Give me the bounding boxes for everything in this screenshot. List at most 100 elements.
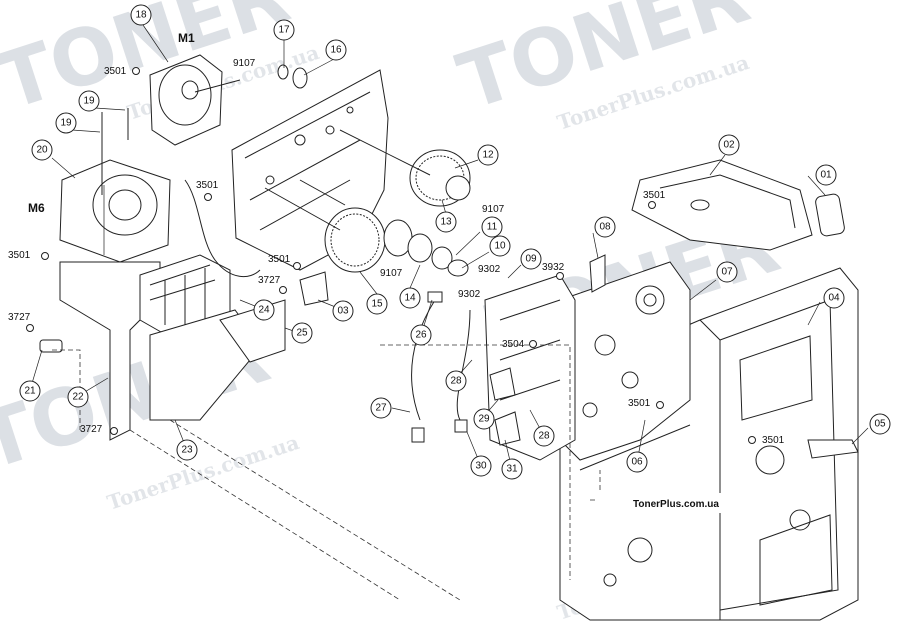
- screw-label: 3501: [268, 254, 291, 265]
- controller-bracket: [484, 274, 576, 461]
- callout-circle: [176, 439, 198, 461]
- callout-circle: [332, 300, 354, 322]
- callout-circle: [626, 451, 648, 473]
- callout-number: 10: [494, 241, 506, 252]
- fan-m6: [59, 159, 171, 263]
- callout-circle: [489, 235, 511, 257]
- callout-number: 26: [415, 330, 427, 341]
- gear-train: [277, 64, 471, 277]
- callout-c27: 27: [370, 397, 392, 419]
- gasket-01: [815, 193, 845, 237]
- callout-circle: [435, 211, 457, 233]
- callout-c19b: 19: [55, 112, 77, 134]
- screw-label: 3501: [628, 398, 651, 409]
- callout-circle: [477, 144, 499, 166]
- screw-label: 3501: [104, 66, 127, 77]
- gasket-05: [807, 439, 859, 459]
- callout-c20: 20: [31, 139, 53, 161]
- callout-number: 17: [278, 25, 290, 36]
- callout-number: 30: [475, 461, 487, 472]
- small-brackets: [39, 254, 606, 446]
- callout-c16: 16: [325, 39, 347, 61]
- callout-number: 01: [820, 170, 832, 181]
- callout-c11: 11: [481, 216, 503, 238]
- callout-circle: [67, 386, 89, 408]
- callout-number: 23: [181, 445, 193, 456]
- callout-number: 12: [482, 150, 494, 161]
- screw-label: 3727: [8, 312, 31, 323]
- duct-02: [631, 159, 813, 251]
- callout-number: 05: [874, 419, 886, 430]
- callout-c03: 03: [332, 300, 354, 322]
- lower-duct-assembly: [59, 254, 286, 441]
- callout-circle: [19, 380, 41, 402]
- callout-c31: 31: [501, 458, 523, 480]
- callout-c24: 24: [253, 299, 275, 321]
- callout-c19a: 19: [78, 90, 100, 112]
- callout-circle: [366, 293, 388, 315]
- callout-c22: 22: [67, 386, 89, 408]
- callout-c07: 07: [716, 261, 738, 283]
- callout-number: 15: [371, 299, 383, 310]
- callout-circle: [716, 261, 738, 283]
- callout-c28a: 28: [445, 370, 467, 392]
- callout-circle: [370, 397, 392, 419]
- callout-c18: 18: [130, 4, 152, 26]
- screw-label: 3932: [542, 262, 565, 273]
- site-label-box: TonerPlus.com.ua: [596, 493, 756, 513]
- callout-c12: 12: [477, 144, 499, 166]
- callout-number: 27: [375, 403, 387, 414]
- callout-c15: 15: [366, 293, 388, 315]
- callout-circle: [55, 112, 77, 134]
- callout-circle: [445, 370, 467, 392]
- callout-c21: 21: [19, 380, 41, 402]
- callout-number: 02: [723, 140, 735, 151]
- callout-circle: [869, 413, 891, 435]
- shafts: [101, 108, 431, 231]
- callout-number: 09: [525, 254, 537, 265]
- callout-number: 19: [60, 118, 72, 129]
- ring-label: 9107: [482, 204, 505, 215]
- callout-c04: 04: [823, 287, 845, 309]
- callout-c02: 02: [718, 134, 740, 156]
- ring-label: 9107: [380, 268, 403, 279]
- screw-label: 3727: [258, 275, 281, 286]
- callout-circle: [718, 134, 740, 156]
- callout-number: 22: [72, 392, 84, 403]
- callout-circle: [325, 39, 347, 61]
- callout-circle: [501, 458, 523, 480]
- screw-label: 3501: [762, 435, 785, 446]
- callout-number: 28: [538, 431, 550, 442]
- callout-number: 11: [487, 222, 498, 233]
- ring-label: 9302: [478, 264, 501, 275]
- callout-c13: 13: [435, 211, 457, 233]
- callout-circle: [78, 90, 100, 112]
- callout-circle: [130, 4, 152, 26]
- callout-number: 21: [24, 386, 36, 397]
- callout-c09: 09: [520, 248, 542, 270]
- ring-label: 9302: [458, 289, 481, 300]
- callout-c05: 05: [869, 413, 891, 435]
- callout-circle: [533, 425, 555, 447]
- callout-circle: [399, 287, 421, 309]
- callout-number: 24: [258, 305, 270, 316]
- callout-number: 31: [506, 464, 518, 475]
- callout-circle: [823, 287, 845, 309]
- callout-c08: 08: [594, 216, 616, 238]
- screw-label: 3501: [196, 180, 219, 191]
- callout-circle: [470, 455, 492, 477]
- site-label: TonerPlus.com.ua: [633, 499, 719, 510]
- callout-circle: [473, 408, 495, 430]
- callout-circle: [273, 19, 295, 41]
- fastener-labels: 3501 9107 3501 9107 9107 3501 3501 3727 …: [8, 58, 785, 446]
- callout-number: 07: [721, 267, 733, 278]
- screw-label: 3504: [502, 339, 525, 350]
- motor-label-m1: M1: [178, 31, 195, 45]
- screw-label: 3501: [643, 190, 666, 201]
- callout-circle: [253, 299, 275, 321]
- callout-c25: 25: [291, 322, 313, 344]
- callout-number: 20: [36, 145, 48, 156]
- callout-number: 25: [296, 328, 308, 339]
